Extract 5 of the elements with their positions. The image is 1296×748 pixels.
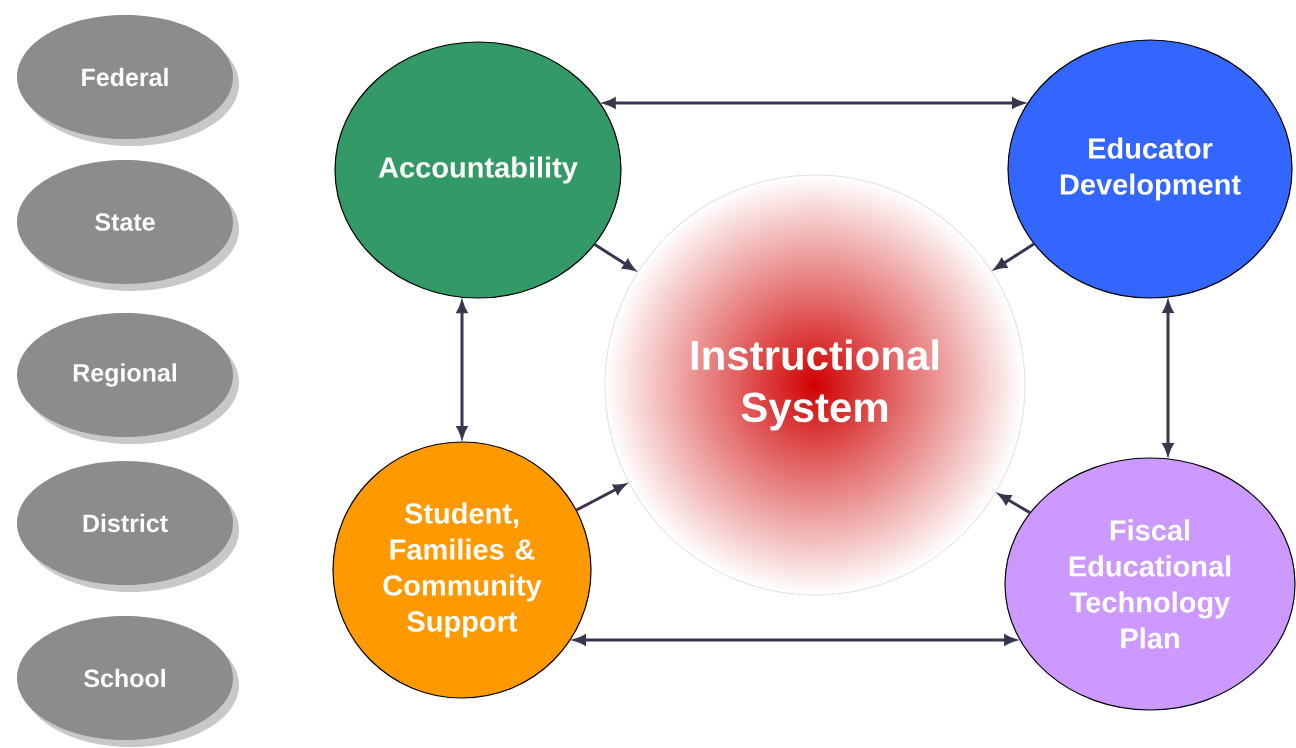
- arrow: [575, 483, 626, 512]
- arrow: [593, 243, 635, 271]
- arrow: [998, 493, 1032, 515]
- center-sphere: Instructional System: [604, 174, 1026, 596]
- arrow: [994, 242, 1036, 270]
